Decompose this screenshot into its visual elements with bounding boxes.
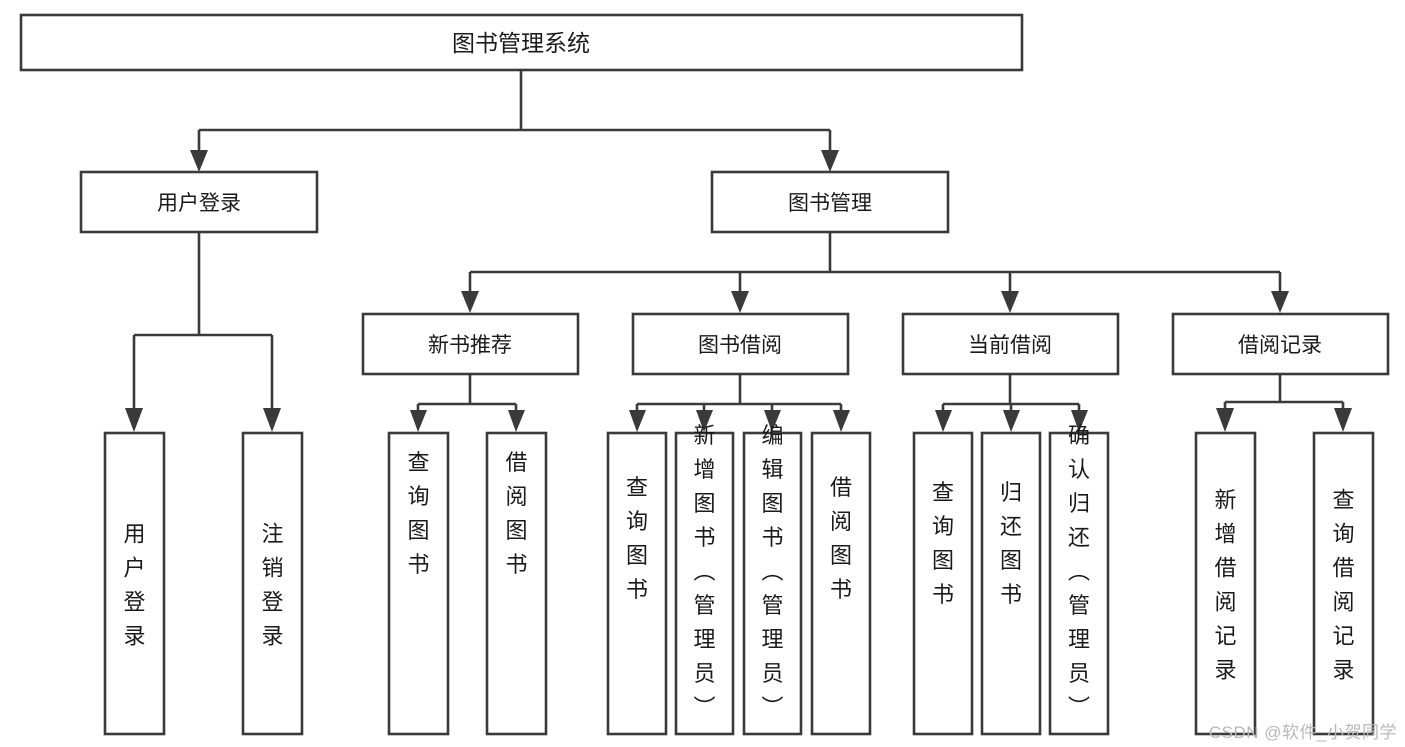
arrow-icon-to-book-mgmt (821, 150, 839, 172)
node-new-book-recommend-label: 新书推荐 (428, 334, 512, 357)
leaf-book-borrow-1[interactable] (674, 431, 735, 736)
leaf-text-layer: 用户登录 注销登录 查询图书 借阅图书 查询图书 新增图书︵管理员︶ 编辑图书︵管理员︶ 借阅… (123, 423, 1354, 720)
leaf-current-borrow-0-label: 查询图书 (932, 480, 954, 607)
leaf-user-login-0[interactable] (103, 431, 166, 736)
node-new-book-recommend[interactable]: 新书推荐 (361, 312, 580, 376)
leaf-current-borrow-2-box[interactable] (1048, 431, 1110, 736)
arrow-icon-borrowrecord-leaf-0 (1216, 408, 1234, 432)
node-book-borrow[interactable]: 图书借阅 (631, 312, 850, 376)
leaf-book-borrow-1-label: 新增图书︵管理员︶ (693, 423, 715, 720)
leaf-current-borrow-1-box[interactable] (980, 431, 1042, 736)
arrow-icon-bookborrow-leaf-2 (764, 410, 781, 432)
node-user-login-label: 用户登录 (157, 192, 241, 215)
leaf-new-book-1-label: 借阅图书 (505, 450, 527, 577)
leaf-user-login-0-label: 用户登录 (123, 522, 145, 649)
node-book-management-box[interactable] (710, 170, 950, 234)
leaf-new-book-0-box[interactable] (387, 431, 450, 736)
arrow-icon-currentborrow-leaf-2 (1071, 410, 1088, 432)
arrow-icon-lvl3-1 (731, 291, 749, 313)
leaf-book-borrow-3[interactable] (810, 431, 872, 736)
leaf-current-borrow-1-label: 归还图书 (1000, 480, 1022, 607)
arrow-icon-lvl3-3 (1271, 291, 1289, 313)
leaf-user-login-1-box[interactable] (241, 431, 304, 736)
leaf-borrow-record-0-label: 新增借阅记录 (1214, 488, 1236, 683)
node-borrow-record-label: 借阅记录 (1238, 334, 1322, 357)
leaf-current-borrow-1[interactable] (980, 431, 1042, 736)
leaf-borrow-record-0[interactable] (1194, 431, 1257, 736)
leaf-book-borrow-3-box[interactable] (810, 431, 872, 736)
arrow-icon-borrowrecord-leaf-1 (1334, 408, 1352, 432)
arrow-icon-bookborrow-leaf-0 (629, 410, 646, 432)
leaf-book-borrow-0-box[interactable] (606, 431, 668, 736)
leaf-new-book-0-label: 查询图书 (407, 450, 429, 577)
node-current-borrow-label: 当前借阅 (968, 334, 1052, 357)
node-book-management-label: 图书管理 (788, 192, 872, 215)
leaf-borrow-record-1-box[interactable] (1312, 431, 1375, 736)
leaf-book-borrow-2-box[interactable] (742, 431, 803, 736)
arrow-icon-bookborrow-leaf-3 (833, 410, 850, 432)
leaf-user-login-1[interactable] (241, 431, 304, 736)
leaf-book-borrow-0-label: 查询图书 (626, 475, 648, 602)
leaf-current-borrow-0[interactable] (912, 431, 974, 736)
node-book-borrow-label: 图书借阅 (698, 334, 782, 357)
watermark: CSDN @软件_小贺同学 (1208, 723, 1397, 742)
leaf-current-borrow-2-label: 确认归还︵管理员︶ (1068, 423, 1090, 720)
leaf-current-borrow-2[interactable] (1048, 431, 1110, 736)
leaf-new-book-0[interactable] (387, 431, 450, 736)
node-user-login[interactable]: 用户登录 (79, 170, 319, 234)
leaf-book-borrow-2-label: 编辑图书︵管理员︶ (761, 423, 783, 720)
leaf-book-borrow-3-label: 借阅图书 (830, 475, 852, 602)
leaf-borrow-record-1-label: 查询借阅记录 (1332, 488, 1354, 683)
node-user-login-box[interactable] (79, 170, 319, 234)
leaf-new-book-1[interactable] (485, 431, 548, 736)
node-root-label: 图书管理系统 (452, 30, 590, 56)
node-book-management[interactable]: 图书管理 (710, 170, 950, 234)
leaf-borrow-record-1[interactable] (1312, 431, 1375, 736)
arrow-icon-newbook-leaf-0 (410, 410, 427, 432)
node-current-borrow[interactable]: 当前借阅 (901, 312, 1120, 376)
leaf-book-borrow-0[interactable] (606, 431, 668, 736)
arrow-icon-lvl3-2 (1001, 291, 1019, 313)
node-borrow-record[interactable]: 借阅记录 (1171, 312, 1390, 376)
leaf-user-login-0-box[interactable] (103, 431, 166, 736)
arrow-icon-lvl3-0 (461, 291, 479, 313)
leaf-borrow-record-0-box[interactable] (1194, 431, 1257, 736)
arrow-icon-currentborrow-leaf-1 (1003, 410, 1020, 432)
node-borrow-record-box[interactable] (1171, 312, 1390, 376)
arrow-icon-bookborrow-leaf-1 (696, 410, 713, 432)
arrow-icon-userlogin-leaf-1 (263, 408, 281, 432)
arrow-icon-to-user-login (190, 150, 208, 172)
node-root[interactable]: 图书管理系统 (19, 13, 1024, 72)
leaf-user-login-1-label: 注销登录 (261, 522, 283, 649)
arrow-icon-newbook-leaf-1 (508, 410, 525, 432)
node-current-borrow-box[interactable] (901, 312, 1120, 376)
leaf-book-borrow-2[interactable] (742, 431, 803, 736)
arrow-icon-userlogin-leaf-0 (125, 408, 143, 432)
arrow-icon-currentborrow-leaf-0 (935, 410, 952, 432)
arrowhead-layer (125, 150, 1352, 432)
node-book-borrow-box[interactable] (631, 312, 850, 376)
leaf-new-book-1-box[interactable] (485, 431, 548, 736)
node-root-box[interactable] (19, 13, 1024, 72)
leaf-current-borrow-0-box[interactable] (912, 431, 974, 736)
node-new-book-recommend-box[interactable] (361, 312, 580, 376)
leaf-book-borrow-1-box[interactable] (674, 431, 735, 736)
